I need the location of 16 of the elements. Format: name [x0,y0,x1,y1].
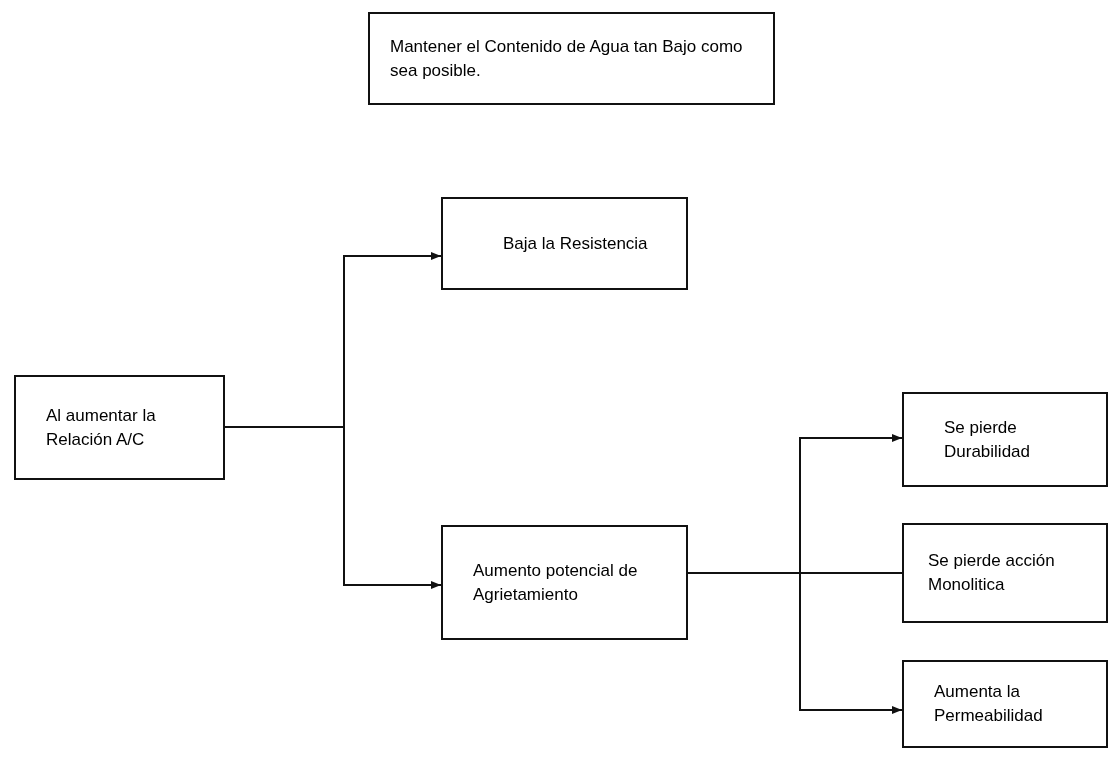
connector-arrow [687,572,903,714]
box-text: Se pierde acción Monolitica [928,550,1056,596]
process-box [902,660,1108,748]
process-box [441,525,688,640]
process-box [441,197,688,290]
box-text: Mantener el Contenido de Agua tan Bajo como sea posible. [390,35,744,82]
process-box [902,392,1108,487]
box-text: Baja la Resistencia [503,232,649,255]
process-box [368,12,775,105]
connector-arrow [224,426,442,589]
box-text: Aumento potencial de Agrietamiento [473,559,639,606]
box-text: Se pierde Durabilidad [944,416,1031,463]
process-box [902,523,1108,623]
process-box [14,375,225,480]
box-text: Al aumentar la Relación A/C [46,404,157,451]
box-text: Aumenta la Permeabilidad [934,681,1044,727]
